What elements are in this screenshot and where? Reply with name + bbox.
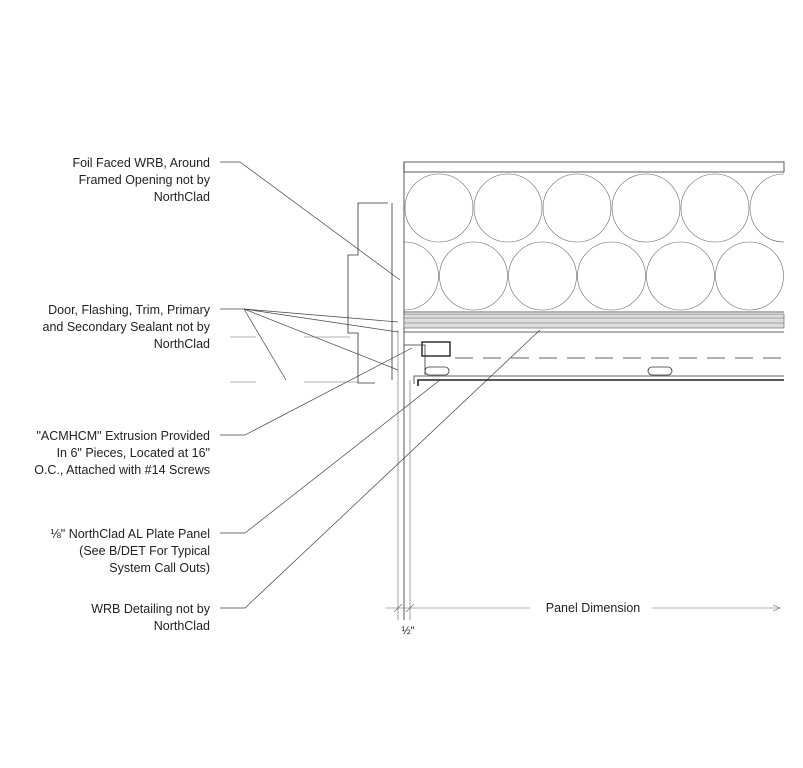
svg-text:O.C., Attached with #14 Screws: O.C., Attached with #14 Screws	[34, 463, 210, 477]
dimension-lines: Panel Dimension ½"	[385, 330, 781, 637]
leader-line	[220, 329, 541, 609]
insulation-batt	[403, 161, 803, 620]
leader-line	[220, 347, 413, 436]
extrusion-clip	[404, 341, 451, 375]
svg-text:Framed Opening not by: Framed Opening not by	[79, 173, 211, 187]
svg-text:NorthClad: NorthClad	[154, 337, 210, 351]
leader-line	[220, 379, 441, 534]
batt-lobe	[577, 241, 646, 311]
batt-lobe	[611, 173, 681, 243]
svg-text:⅛" NorthClad AL Plate Panel: ⅛" NorthClad AL Plate Panel	[50, 527, 210, 541]
callout-extrusion: "ACMHCM" Extrusion Provided In 6" Pieces…	[34, 347, 413, 477]
svg-text:NorthClad: NorthClad	[154, 619, 210, 633]
batt-lobe	[404, 173, 474, 243]
batt-lobe	[404, 241, 439, 311]
panel-dimension-label: Panel Dimension	[546, 601, 641, 615]
gap-dimension-label: ½"	[401, 625, 414, 637]
door-frame	[230, 202, 393, 384]
batt-lobe	[508, 241, 577, 311]
batt-lobe	[785, 242, 803, 310]
batt-lobe	[715, 241, 784, 311]
callout-wrb-detailing: WRB Detailing not by NorthClad	[91, 329, 541, 633]
batt-lobe	[439, 241, 508, 311]
leader-line	[220, 161, 401, 281]
batt-lobe	[404, 203, 405, 213]
plate-panel	[413, 366, 784, 386]
slot	[424, 366, 450, 376]
callout-plate-panel: ⅛" NorthClad AL Plate Panel (See B/DET F…	[50, 379, 441, 575]
svg-text:(See B/DET For Typical: (See B/DET For Typical	[79, 544, 210, 558]
slot	[647, 366, 673, 376]
batt-lobe	[749, 173, 784, 243]
wrb-layer	[403, 313, 785, 333]
svg-text:NorthClad: NorthClad	[154, 190, 210, 204]
batt-lobe	[542, 173, 612, 243]
svg-text:WRB Detailing not by: WRB Detailing not by	[91, 602, 211, 616]
svg-text:Foil Faced WRB, Around: Foil Faced WRB, Around	[72, 156, 210, 170]
svg-text:and Secondary Sealant not by: and Secondary Sealant not by	[43, 320, 211, 334]
svg-text:In 6" Pieces, Located at 16": In 6" Pieces, Located at 16"	[57, 446, 210, 460]
batt-lobe	[473, 173, 543, 243]
svg-text:"ACMHCM" Extrusion Provided: "ACMHCM" Extrusion Provided	[36, 429, 210, 443]
callout-door-flashing: Door, Flashing, Trim, Primary and Second…	[43, 303, 399, 381]
svg-text:System Call Outs): System Call Outs)	[109, 561, 210, 575]
batt-lobe	[646, 241, 715, 311]
batt-lobe	[680, 173, 750, 243]
callout-foil-wrb: Foil Faced WRB, Around Framed Opening no…	[72, 156, 401, 281]
svg-text:Door, Flashing, Trim, Primary: Door, Flashing, Trim, Primary	[48, 303, 211, 317]
